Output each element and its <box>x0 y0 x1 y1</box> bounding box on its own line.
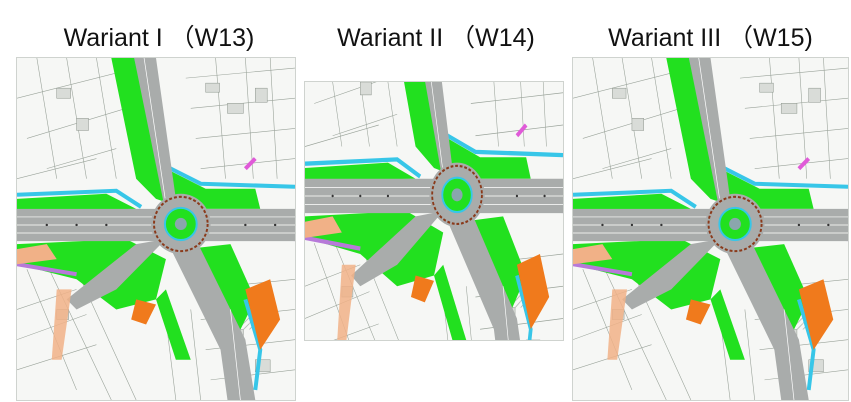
variant-2-plan <box>304 81 564 341</box>
variant-2-title: Wariant II （W14) <box>337 24 535 52</box>
road-plan-drawing <box>305 82 563 340</box>
variant-3-title: Wariant III （W15) <box>608 24 813 52</box>
road-plan-drawing <box>17 58 295 400</box>
variant-3-plan <box>572 57 849 401</box>
road-plan-drawing <box>573 58 848 400</box>
variant-1-title: Wariant I （W13) <box>63 24 255 52</box>
variant-1-plan <box>16 57 296 401</box>
